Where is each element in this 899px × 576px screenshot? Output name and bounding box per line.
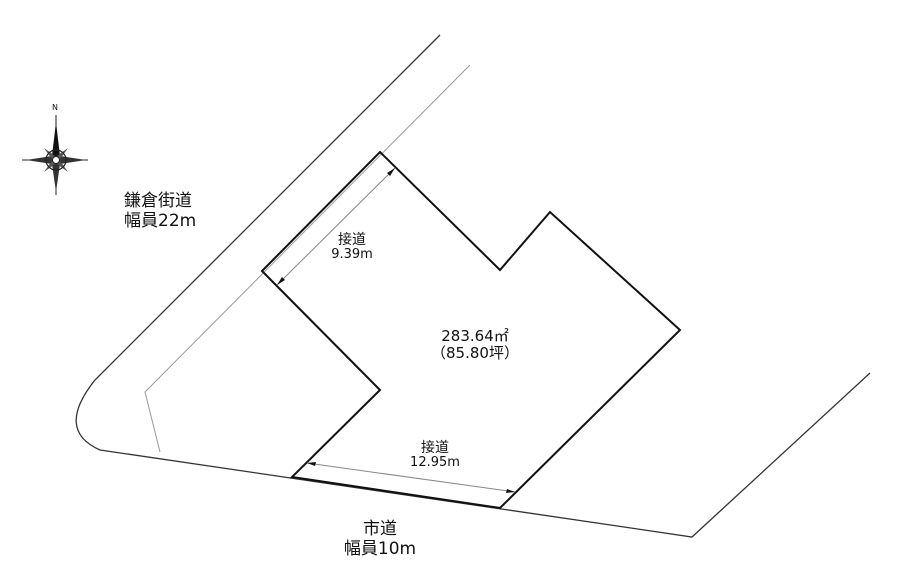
lot-area-tsubo: （85.80坪） (431, 344, 519, 363)
frontage-top-label: 接道 9.39m (312, 232, 392, 263)
frontage-bottom-caption: 接道 (421, 440, 449, 456)
lot-area-label: 283.64㎡ （85.80坪） (415, 327, 535, 363)
frontage-bottom-dimension-line (306, 462, 516, 493)
frontage-top-caption: 接道 (338, 232, 366, 248)
frontage-bottom-arrow-end (506, 489, 515, 493)
city-road-width: 幅員10m (343, 538, 417, 559)
compass-north-label: N (52, 103, 58, 112)
kamakura-road-label: 鎌倉街道 幅員22m (124, 191, 197, 231)
city-road-name: 市道 (363, 519, 397, 539)
frontage-top-arrow-end (387, 168, 395, 176)
frontage-top-arrow-start (277, 277, 285, 285)
road-boundary-outer (75, 34, 871, 538)
compass-rose-icon (22, 115, 88, 195)
frontage-bottom-label: 接道 12.95m (385, 440, 485, 471)
frontage-top-dimension-line (276, 167, 396, 286)
frontage-top-length: 9.39m (331, 247, 373, 263)
kamakura-road-width: 幅員22m (124, 210, 197, 231)
road-edge-inner (144, 64, 471, 453)
frontage-bottom-arrow-start (307, 462, 316, 466)
lot-area-sqm: 283.64㎡ (441, 327, 509, 345)
city-road-label: 市道 幅員10m (330, 519, 430, 559)
subject-lot-outline (260, 150, 682, 510)
kamakura-road-name: 鎌倉街道 (124, 191, 192, 211)
frontage-bottom-length: 12.95m (410, 455, 460, 471)
